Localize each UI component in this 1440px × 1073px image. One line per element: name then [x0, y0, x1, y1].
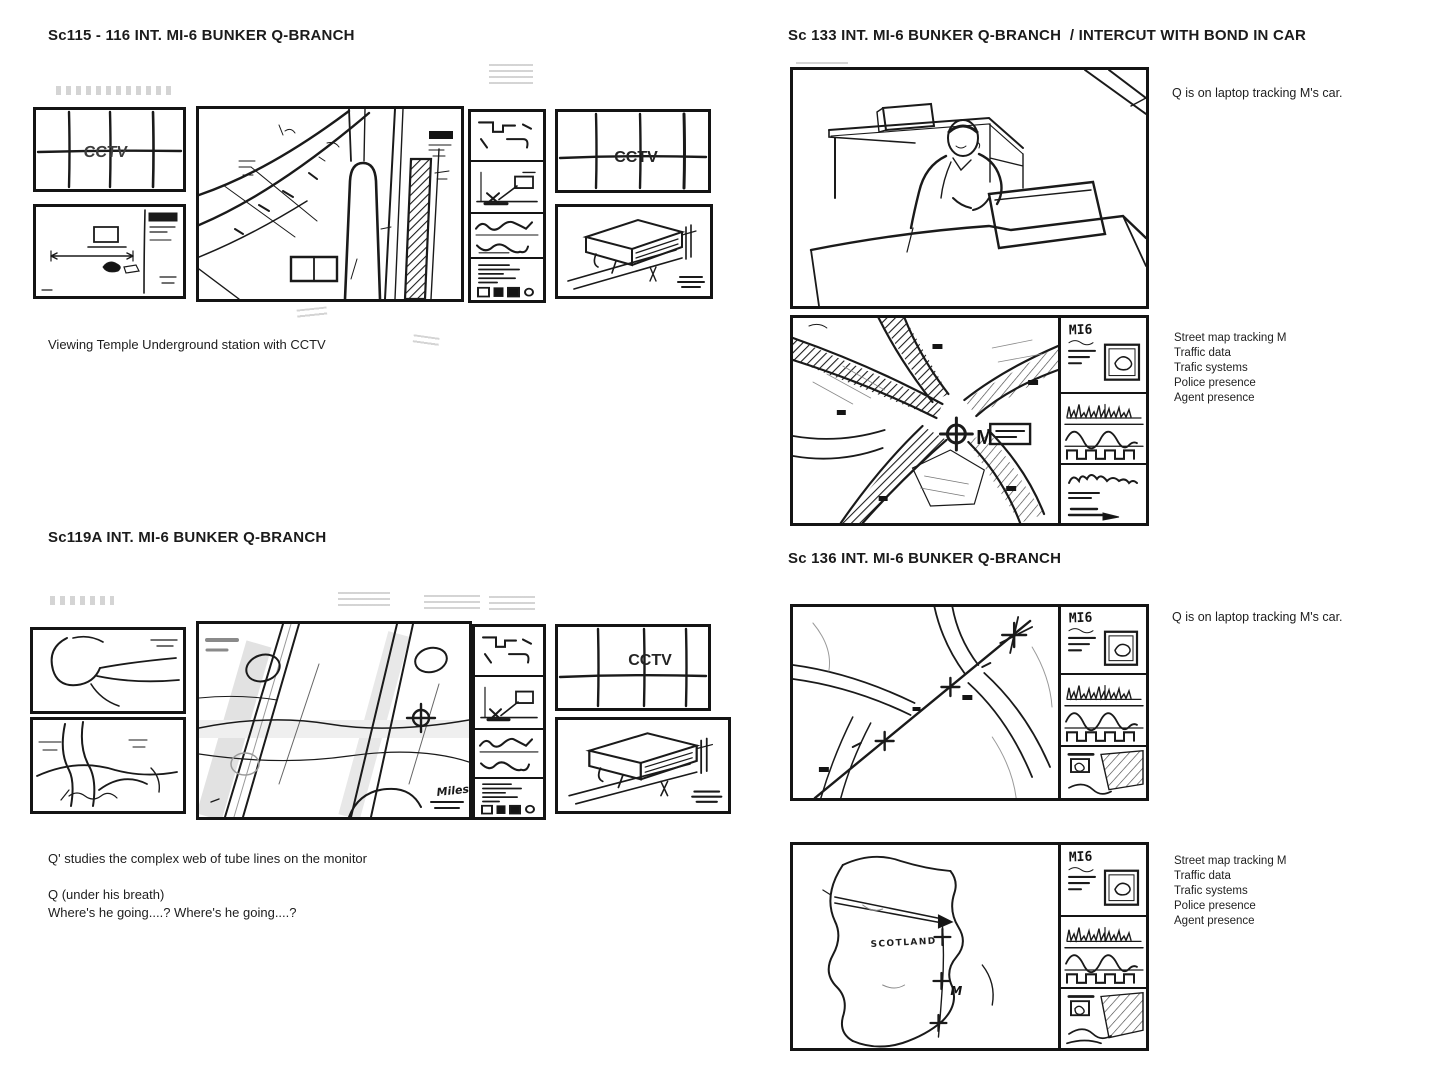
side-note-sc133: Q is on laptop tracking M's car.	[1172, 86, 1343, 100]
pencil-smudge	[338, 592, 390, 606]
annotation-list-sc133: Street map tracking M Traffic data Trafi…	[1174, 331, 1286, 406]
storyboard-panel-cctv-grid-2: CCTV	[555, 109, 711, 193]
storyboard-panel-tube-detail-2	[30, 717, 186, 814]
map-sidebar: MI6	[1058, 845, 1146, 1048]
pencil-smudge	[56, 86, 174, 95]
sidebar-telemetry-cell	[1061, 917, 1146, 989]
scene-title-sc133: Sc 133 INT. MI-6 BUNKER Q-BRANCH / INTER…	[788, 27, 1307, 44]
annotation-item: Street map tracking M	[1174, 855, 1287, 867]
cctv-grid-sketch: CCTV	[558, 627, 708, 708]
storyboard-panel-q-at-laptop	[790, 67, 1149, 309]
ui-strip-readout-cell	[475, 779, 543, 817]
pencil-smudge	[424, 595, 480, 609]
pencil-smudge	[489, 596, 535, 610]
mi6-system-label: MI6	[1069, 610, 1093, 626]
mi6-system-label: MI6	[1069, 849, 1093, 865]
scotland-label: SCOTLAND	[870, 937, 937, 950]
mi6-system-label: MI6	[1069, 322, 1093, 338]
ui-strip-route-cell	[475, 627, 543, 677]
tube-lines-sketch	[36, 721, 178, 807]
tube-lines-sketch	[50, 635, 180, 707]
sidebar-telemetry-cell	[1061, 394, 1146, 465]
annotation-list-sc136: Street map tracking M Traffic data Trafi…	[1174, 854, 1286, 929]
side-note-sc136: Q is on laptop tracking M's car.	[1172, 610, 1343, 624]
ui-strip-map-cell	[471, 162, 543, 214]
sidebar-car-notes-cell	[1061, 465, 1146, 523]
cctv-grid-sketch: CCTV	[36, 110, 183, 189]
scene-title-sc119a: Sc119A INT. MI-6 BUNKER Q-BRANCH	[48, 529, 327, 546]
route-map-sketch	[793, 607, 1053, 798]
dialogue-line: Where's he going....? Where's he going..…	[48, 905, 297, 920]
map-marker-m: M	[976, 427, 993, 449]
action-caption-sc119a: Q' studies the complex web of tube lines…	[48, 851, 367, 866]
storyboard-panel-route-map: MI6	[790, 604, 1149, 801]
q-at-laptop-sketch	[809, 70, 1146, 306]
cctv-grid-sketch: CCTV	[558, 112, 708, 190]
storyboard-panel-tube-detail-1	[30, 627, 186, 714]
ui-strip-readout-cell	[471, 259, 543, 300]
cctv-label: CCTV	[614, 149, 658, 166]
sidebar-mi6-cell: MI6	[1061, 607, 1146, 675]
ui-strip-route-cell	[471, 112, 543, 162]
map-sidebar: MI6	[1058, 607, 1146, 798]
annotation-item: Trafic systems	[1174, 885, 1248, 897]
pencil-smudge	[296, 306, 328, 320]
platform-box-sketch	[568, 732, 723, 805]
action-caption-sc115: Viewing Temple Underground station with …	[48, 337, 326, 352]
storyboard-panel-ui-strip-1	[468, 109, 546, 303]
miles-note: Miles	[436, 783, 469, 799]
annotation-item: Trafic systems	[1174, 362, 1248, 374]
ui-strip-waveform-cell	[475, 730, 543, 779]
storyboard-panel-monitor-sketch	[33, 204, 186, 299]
street-view-sketch	[199, 109, 453, 299]
map-sidebar: MI6	[1058, 318, 1146, 523]
pencil-smudge	[489, 64, 533, 86]
scene-title-sc136: Sc 136 INT. MI-6 BUNKER Q-BRANCH	[788, 550, 1062, 567]
dialogue-cue: Q (under his breath)	[48, 887, 165, 902]
sidebar-mi6-cell: MI6	[1061, 318, 1146, 394]
uk-map-sketch: SCOTLAND M	[822, 855, 994, 1048]
cctv-label: CCTV	[628, 652, 672, 669]
storyboard-panel-cctv-grid-3: CCTV	[555, 624, 711, 711]
annotation-item: Agent presence	[1174, 392, 1255, 404]
annotation-item: Agent presence	[1174, 915, 1255, 927]
cctv-label: CCTV	[83, 143, 129, 161]
platform-box-sketch	[567, 218, 705, 290]
pencil-smudge	[412, 334, 440, 348]
ui-strip-waveform-cell	[471, 214, 543, 259]
storyboard-panel-ui-strip-2	[472, 624, 546, 820]
sidebar-route-thumb-cell	[1061, 989, 1146, 1048]
annotation-item: Police presence	[1174, 377, 1256, 389]
pencil-smudge	[50, 596, 114, 605]
storyboard-panel-platform-box-1	[555, 204, 713, 299]
monitor-desk-sketch	[41, 209, 178, 294]
sidebar-mi6-cell: MI6	[1061, 845, 1146, 917]
map-marker-m: M	[950, 984, 962, 998]
storyboard-panel-tube-map: Miles	[196, 621, 472, 820]
storyboard-panel-cctv-grid-1: CCTV	[33, 107, 186, 192]
storyboard-panel-street-map: M MI6	[790, 315, 1149, 526]
scene-title-sc115: Sc115 - 116 INT. MI-6 BUNKER Q-BRANCH	[48, 27, 355, 44]
sidebar-route-thumb-cell	[1061, 747, 1146, 798]
storyboard-panel-uk-map: SCOTLAND M MI6	[790, 842, 1149, 1051]
ui-strip-map-cell	[475, 677, 543, 730]
annotation-item: Street map tracking M	[1174, 332, 1287, 344]
street-map-sketch: M	[793, 318, 1058, 523]
tube-map-sketch: Miles	[199, 624, 469, 817]
storyboard-panel-street-view	[196, 106, 464, 302]
annotation-item: Traffic data	[1174, 870, 1231, 882]
sidebar-telemetry-cell	[1061, 675, 1146, 747]
storyboard-panel-platform-box-2	[555, 717, 731, 814]
annotation-item: Traffic data	[1174, 347, 1231, 359]
annotation-item: Police presence	[1174, 900, 1256, 912]
